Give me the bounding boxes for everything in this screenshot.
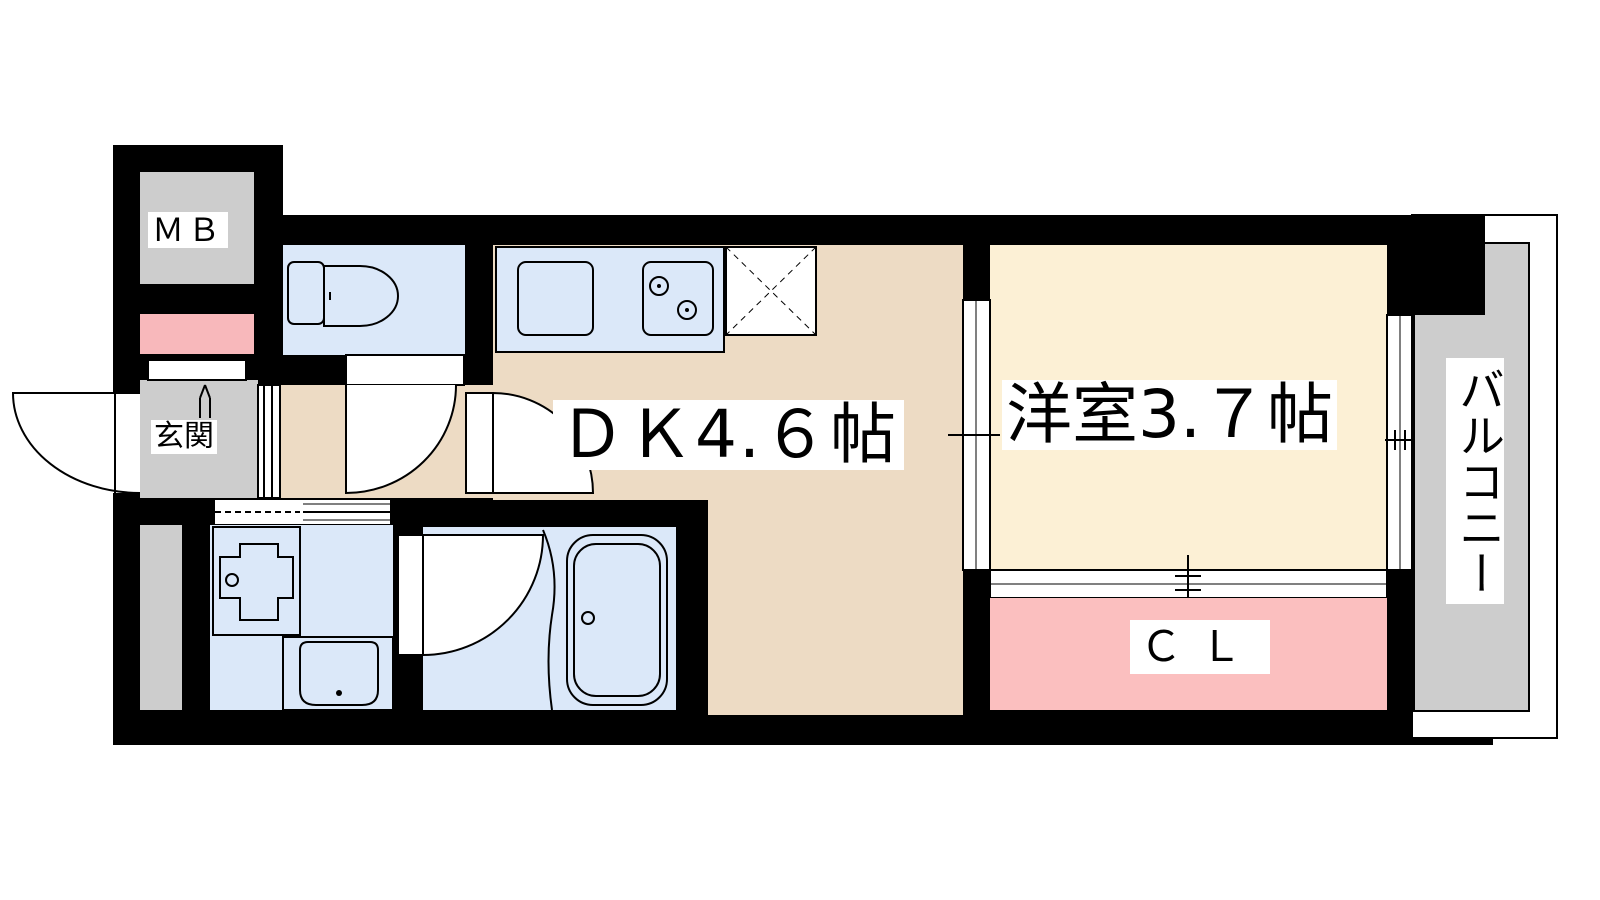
bath-partition (542, 529, 556, 711)
toilet-door-swing (345, 384, 457, 495)
vanity-basin (299, 641, 379, 706)
toilet-door-opening (345, 354, 465, 386)
entrance-label: 玄関 (151, 420, 217, 454)
bath-door-swing (422, 534, 545, 657)
washing-machine-drum (219, 543, 294, 621)
dk-floor-lower (708, 495, 963, 715)
dk-label: ＤＫ4.６帖 (553, 400, 904, 470)
toilet-tank (287, 261, 325, 325)
burner-1 (649, 276, 669, 296)
entrance-step (147, 359, 247, 381)
wall-corner-fill (1410, 215, 1485, 315)
bathtub-inner (573, 543, 661, 697)
dk-door-gap (465, 392, 494, 494)
fridge-space (725, 246, 817, 336)
balcony-label: バルコニー (1446, 358, 1506, 604)
western-room-label: 洋室3.７帖 (1002, 380, 1337, 450)
mb-label: ＭＢ (148, 212, 229, 248)
hallway-post-inner (263, 384, 273, 499)
burner-2 (677, 300, 697, 320)
kitchen-stove (642, 261, 714, 336)
entrance-door-swing (11, 392, 141, 494)
toilet-bowl (323, 265, 399, 327)
shoe-step-mark (199, 384, 211, 418)
bath-door-gap (397, 534, 424, 656)
pink-strip (140, 314, 254, 354)
storage-strip (140, 525, 182, 710)
closet-label: ＣＬ (1130, 620, 1271, 674)
kitchen-sink (517, 261, 594, 336)
